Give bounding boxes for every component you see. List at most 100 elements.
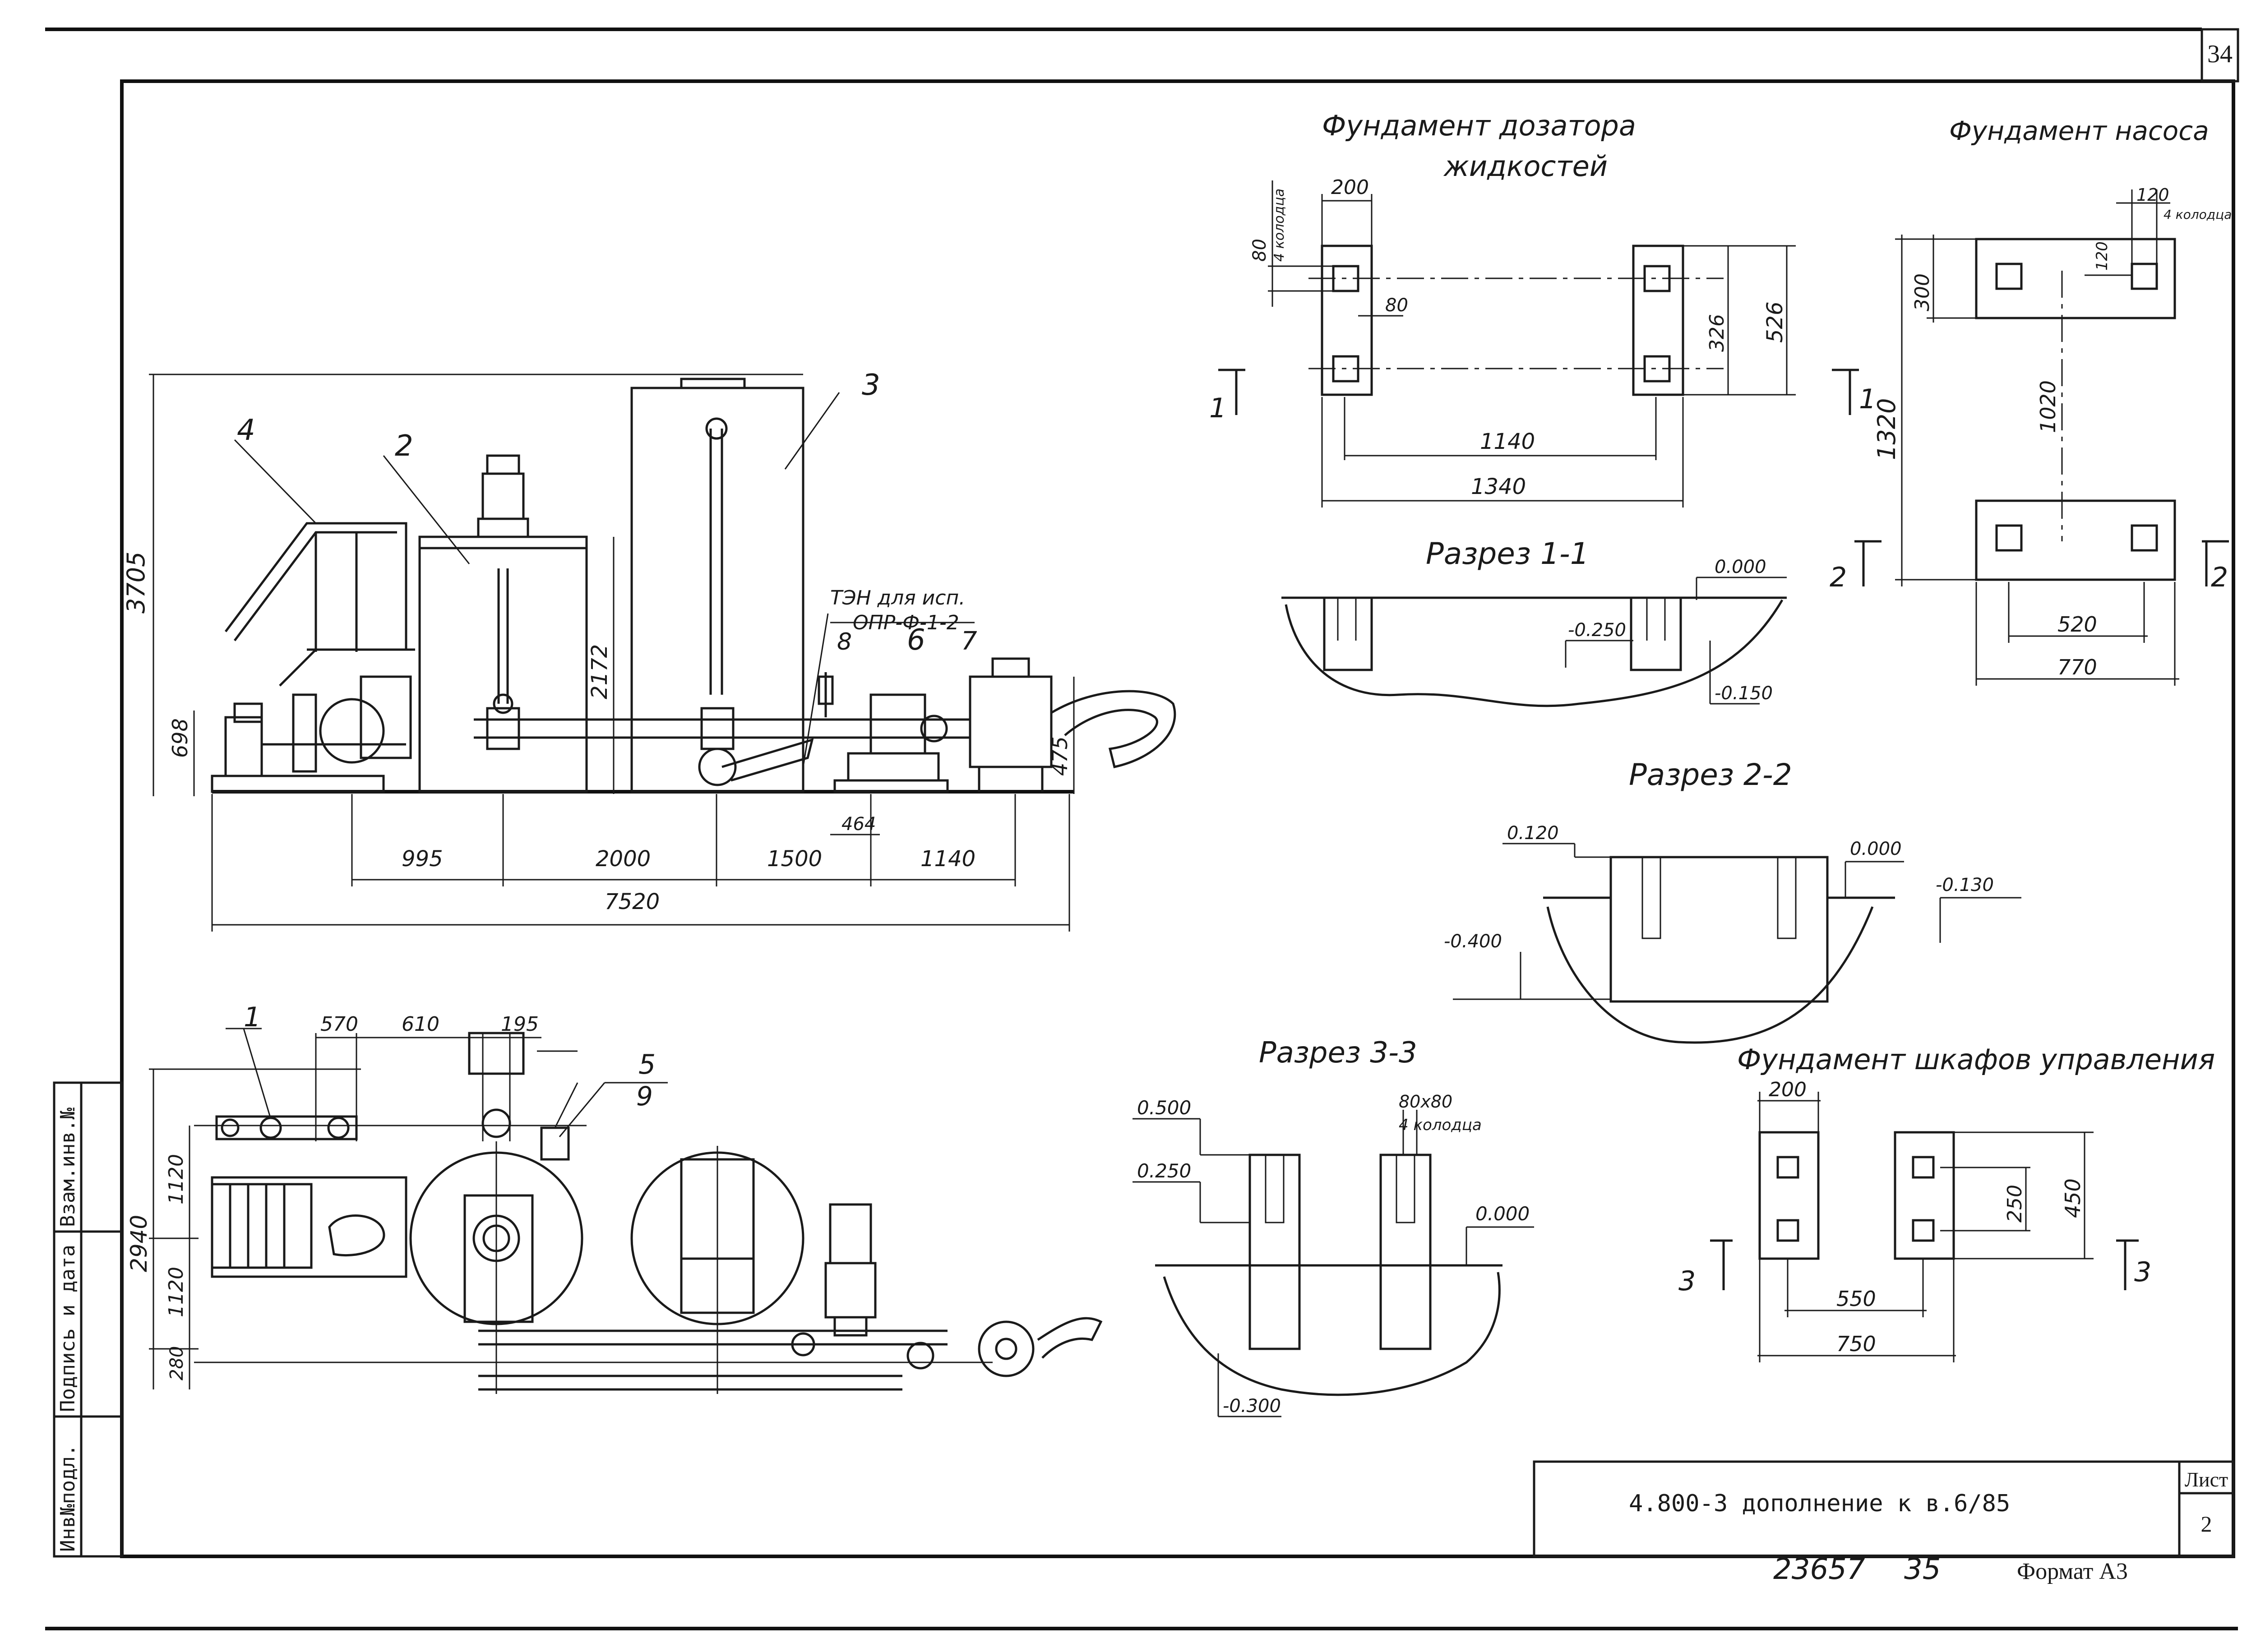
section-3-3-drawing: [1133, 1110, 1534, 1417]
pump-dim-300: 300: [1911, 273, 1934, 311]
plan-view: [149, 1028, 1103, 1394]
dim-610: 610: [402, 1013, 439, 1036]
cabinets-section-mark-a: 3: [1678, 1265, 1696, 1297]
pump-dim-520: 520: [2057, 612, 2097, 637]
side-stamp: Инв№подл. Подпись и дата Взам.инв.№: [53, 1081, 123, 1558]
pump-dim-1320: 1320: [1872, 398, 1901, 460]
stamp-replaced-inv: Взам.инв.№: [56, 1107, 79, 1227]
dim-570: 570: [320, 1013, 358, 1036]
elevation-view: [149, 374, 1176, 932]
side-stamp-frame: [53, 1081, 123, 1558]
dim-1140: 1140: [920, 846, 975, 872]
dim-2000: 2000: [596, 846, 651, 872]
doser-dim-1140: 1140: [1480, 429, 1535, 454]
cabinets-dim-250: 250: [2003, 1185, 2026, 1223]
section-2-2-level-130: -0.130: [1936, 875, 1994, 895]
cabinets-dim-750: 750: [1836, 1332, 1876, 1356]
section-1-1-level-150: -0.150: [1715, 683, 1773, 704]
callout-5: 5: [638, 1049, 656, 1080]
pump-foundation-title: Фундамент насоса: [1949, 115, 2209, 146]
dim-698: 698: [168, 718, 192, 758]
dim-3705: 3705: [122, 552, 150, 614]
doser-dim-526: 526: [1762, 301, 1788, 343]
dim-1500: 1500: [767, 846, 822, 872]
section-2-2-level-400: -0.400: [1444, 931, 1502, 952]
cabinets-dim-550: 550: [1836, 1287, 1876, 1311]
callout-3: 3: [862, 369, 880, 402]
section-3-3-note-4-wells: 4 колодца: [1399, 1116, 1482, 1134]
callout-2: 2: [395, 429, 413, 463]
cabinets-foundation-title: Фундамент шкафов управления: [1737, 1043, 2215, 1076]
dim-1120-b: 1120: [165, 1267, 188, 1317]
title-block: 4.800-3 дополнение к в.6/85 Лист 2 23657…: [1533, 1460, 2235, 1586]
pump-section-mark-1: 1: [1859, 383, 1876, 415]
pump-dim-770: 770: [2057, 655, 2097, 679]
callout-8: 8: [837, 628, 852, 655]
tank-3: [630, 387, 804, 793]
pump-dim-120-v: 120: [2093, 241, 2111, 271]
section-3-3-level-0: 0.000: [1475, 1203, 1530, 1225]
doser-dim-80-h: 80: [1385, 295, 1408, 316]
doser-section-mark: 1: [1209, 392, 1226, 424]
callout-1: 1: [244, 1001, 261, 1033]
sheet-label: Лист: [2185, 1468, 2228, 1491]
dim-464: 464: [841, 814, 876, 835]
doser-title-line1: Фундамент дозатора: [1322, 109, 1636, 142]
doser-dim-326: 326: [1706, 314, 1729, 352]
sheet-number-box: [2201, 28, 2239, 83]
section-2-2-level-0: 0.000: [1850, 839, 1902, 859]
section-2-2-level-120: 0.120: [1507, 823, 1559, 844]
section-1-1-level-250: -0.250: [1568, 620, 1626, 641]
format-label: Формат А3: [2017, 1559, 2128, 1584]
designation: 4.800-3 дополнение к в.6/85: [1629, 1490, 2010, 1517]
section-3-3-level-300: -0.300: [1223, 1396, 1281, 1417]
section-2-2-title: Разрез 2-2: [1629, 757, 1792, 792]
section-3-3-level-250: 0.250: [1137, 1160, 1191, 1182]
cabinets-foundation-plan: [1710, 1092, 2139, 1362]
dim-280: 280: [166, 1346, 187, 1380]
stamp-inv-podl: Инв№подл.: [56, 1444, 79, 1552]
ten-note-1: ТЭН для исп.: [830, 586, 965, 609]
dim-2940: 2940: [126, 1215, 152, 1272]
callout-7: 7: [961, 627, 977, 656]
pump-note-4-wells: 4 колодца: [2164, 207, 2232, 222]
doser-foundation-plan: [1218, 180, 1796, 508]
title-block-frame: [1533, 1460, 2235, 1558]
ten-note-2: ОПР-Ф-1-2: [853, 611, 959, 634]
handwritten-number-b: 35: [1904, 1553, 1941, 1586]
doser-note-4-wells: 4 колодца: [1271, 189, 1287, 262]
callout-6: 6: [907, 623, 925, 657]
handwritten-number-a: 23657: [1773, 1553, 1865, 1586]
drawing-frame: [120, 79, 2235, 1558]
pump-dim-1020: 1020: [2036, 380, 2060, 433]
pump-section-mark-2b: 2: [2211, 562, 2228, 593]
cabinets-section-mark-b: 3: [2134, 1256, 2151, 1288]
section-1-1-level-0: 0.000: [1715, 557, 1766, 577]
section-1-1-drawing: [1281, 577, 1787, 707]
dim-195: 195: [501, 1013, 539, 1036]
section-2-2-drawing: [1453, 843, 2021, 1044]
section-3-3-level-500: 0.500: [1137, 1097, 1191, 1119]
section-3-3-title: Разрез 3-3: [1259, 1036, 1417, 1070]
sheet-number-top: 34: [2207, 40, 2233, 68]
tank-2: [418, 535, 588, 793]
callout-9: 9: [636, 1081, 653, 1112]
doser-dim-1340: 1340: [1471, 474, 1526, 499]
dim-475: 475: [1048, 736, 1072, 776]
pump-7: [969, 675, 1053, 768]
section-3-3-note-80x80: 80х80: [1399, 1092, 1452, 1112]
callout-4: 4: [237, 414, 255, 447]
sheet-no: 2: [2201, 1511, 2212, 1537]
dim-2172: 2172: [587, 644, 612, 699]
pump-dim-120-top: 120: [2136, 185, 2169, 205]
doser-title-line2: жидкостей: [1443, 150, 1608, 183]
doser-dim-80-v: 80: [1249, 239, 1270, 262]
section-1-1-title: Разрез 1-1: [1426, 536, 1589, 571]
dim-1120-a: 1120: [165, 1154, 188, 1204]
cabinets-dim-200: 200: [1769, 1078, 1807, 1101]
doser-dim-200: 200: [1331, 176, 1369, 199]
dim-995: 995: [402, 846, 443, 872]
pump-foundation-plan: [1832, 189, 2229, 686]
dim-7520: 7520: [605, 889, 660, 914]
